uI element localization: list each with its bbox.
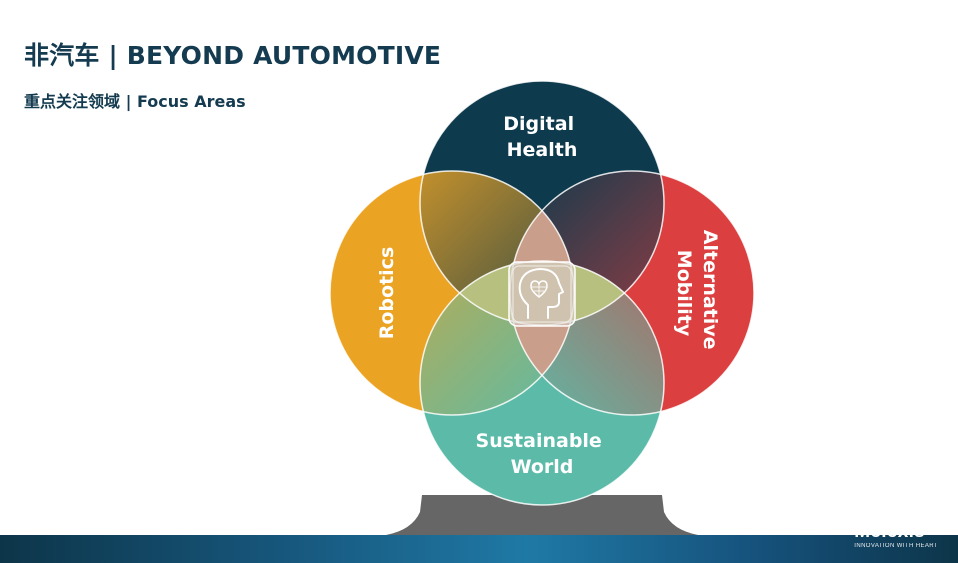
logo-dots-icon <box>931 520 944 527</box>
label-digital-health: Digital Health <box>503 113 580 161</box>
head-heart-icon <box>508 261 576 327</box>
outline-sustainable-world <box>419 260 665 506</box>
logo-tagline: INNOVATION WITH HEART <box>854 543 938 549</box>
label-alternative-mobility: Alternative Mobility <box>673 230 721 356</box>
page-subtitle: 重点关注领域 | Focus Areas <box>24 92 246 111</box>
logo-wordmark: Melexis <box>854 521 926 542</box>
label-sustainable-world: Sustainable World <box>476 430 609 478</box>
footer-bar <box>0 535 958 563</box>
label-robotics: Robotics <box>376 247 398 340</box>
page-title: 非汽车 | BEYOND AUTOMOTIVE <box>24 41 442 70</box>
melexis-logo: Melexis INNOVATION WITH HEART <box>854 520 944 550</box>
pedestal <box>386 495 698 535</box>
